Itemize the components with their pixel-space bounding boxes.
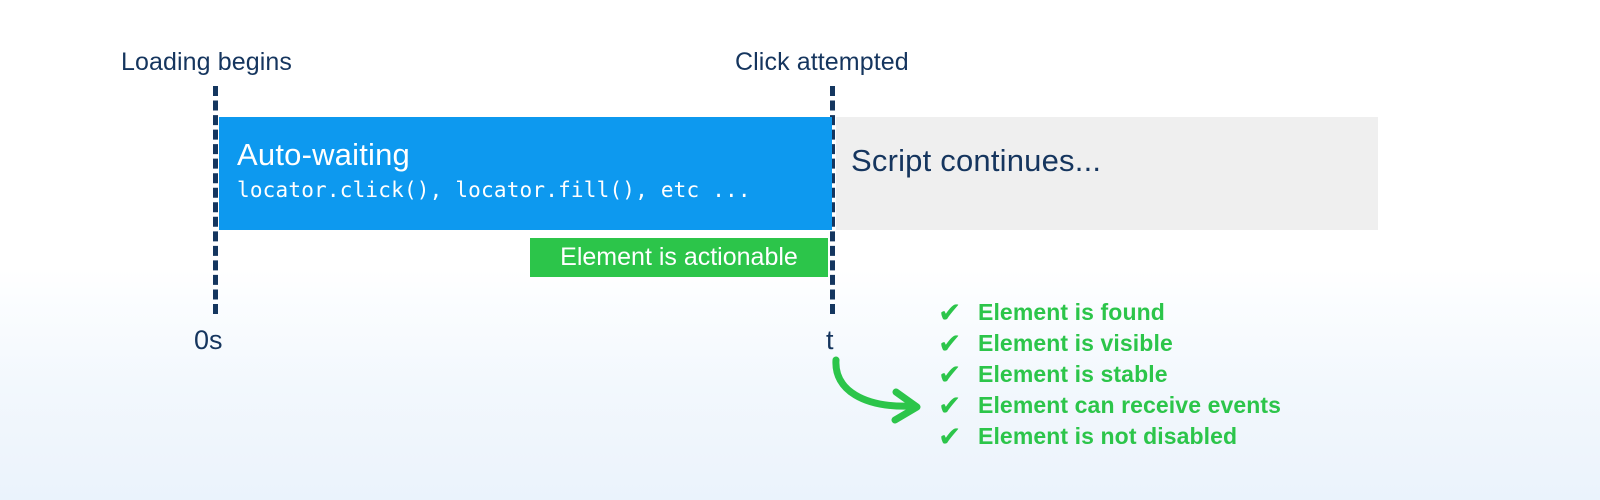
check-icon: ✔ xyxy=(938,296,962,329)
check-icon: ✔ xyxy=(938,358,962,391)
marker-label-click-attempted: Click attempted xyxy=(735,48,909,76)
phase-code-sample: locator.click(), locator.fill(), etc ... xyxy=(237,178,751,202)
marker-label-loading-begins: Loading begins xyxy=(121,48,292,76)
status-badge-element-actionable: Element is actionable xyxy=(530,238,828,277)
list-item: ✔ Element is stable xyxy=(938,359,1281,390)
guide-line-click xyxy=(830,86,835,314)
guide-line-start xyxy=(213,86,218,314)
check-icon: ✔ xyxy=(938,389,962,422)
checklist-item-label: Element is not disabled xyxy=(978,423,1238,449)
tick-label-end: t xyxy=(826,325,834,355)
checklist-item-label: Element is found xyxy=(978,299,1165,325)
tick-label-start: 0s xyxy=(194,325,223,355)
phase-bar-auto-waiting: Auto-waiting locator.click(), locator.fi… xyxy=(219,117,832,230)
phase-title-auto-waiting: Auto-waiting xyxy=(237,137,410,172)
phase-bar-script-continues: Script continues... xyxy=(836,117,1378,230)
curved-arrow-icon xyxy=(832,356,921,424)
checklist-item-label: Element can receive events xyxy=(978,392,1282,418)
checklist-item-label: Element is visible xyxy=(978,330,1173,356)
check-icon: ✔ xyxy=(938,420,962,453)
list-item: ✔ Element is not disabled xyxy=(938,421,1281,452)
list-item: ✔ Element can receive events xyxy=(938,390,1281,421)
list-item: ✔ Element is visible xyxy=(938,328,1281,359)
list-item: ✔ Element is found xyxy=(938,297,1281,328)
actionability-checklist: ✔ Element is found ✔ Element is visible … xyxy=(938,297,1281,452)
checklist-item-label: Element is stable xyxy=(978,361,1168,387)
phase-title-script-continues: Script continues... xyxy=(851,143,1102,178)
check-icon: ✔ xyxy=(938,327,962,360)
